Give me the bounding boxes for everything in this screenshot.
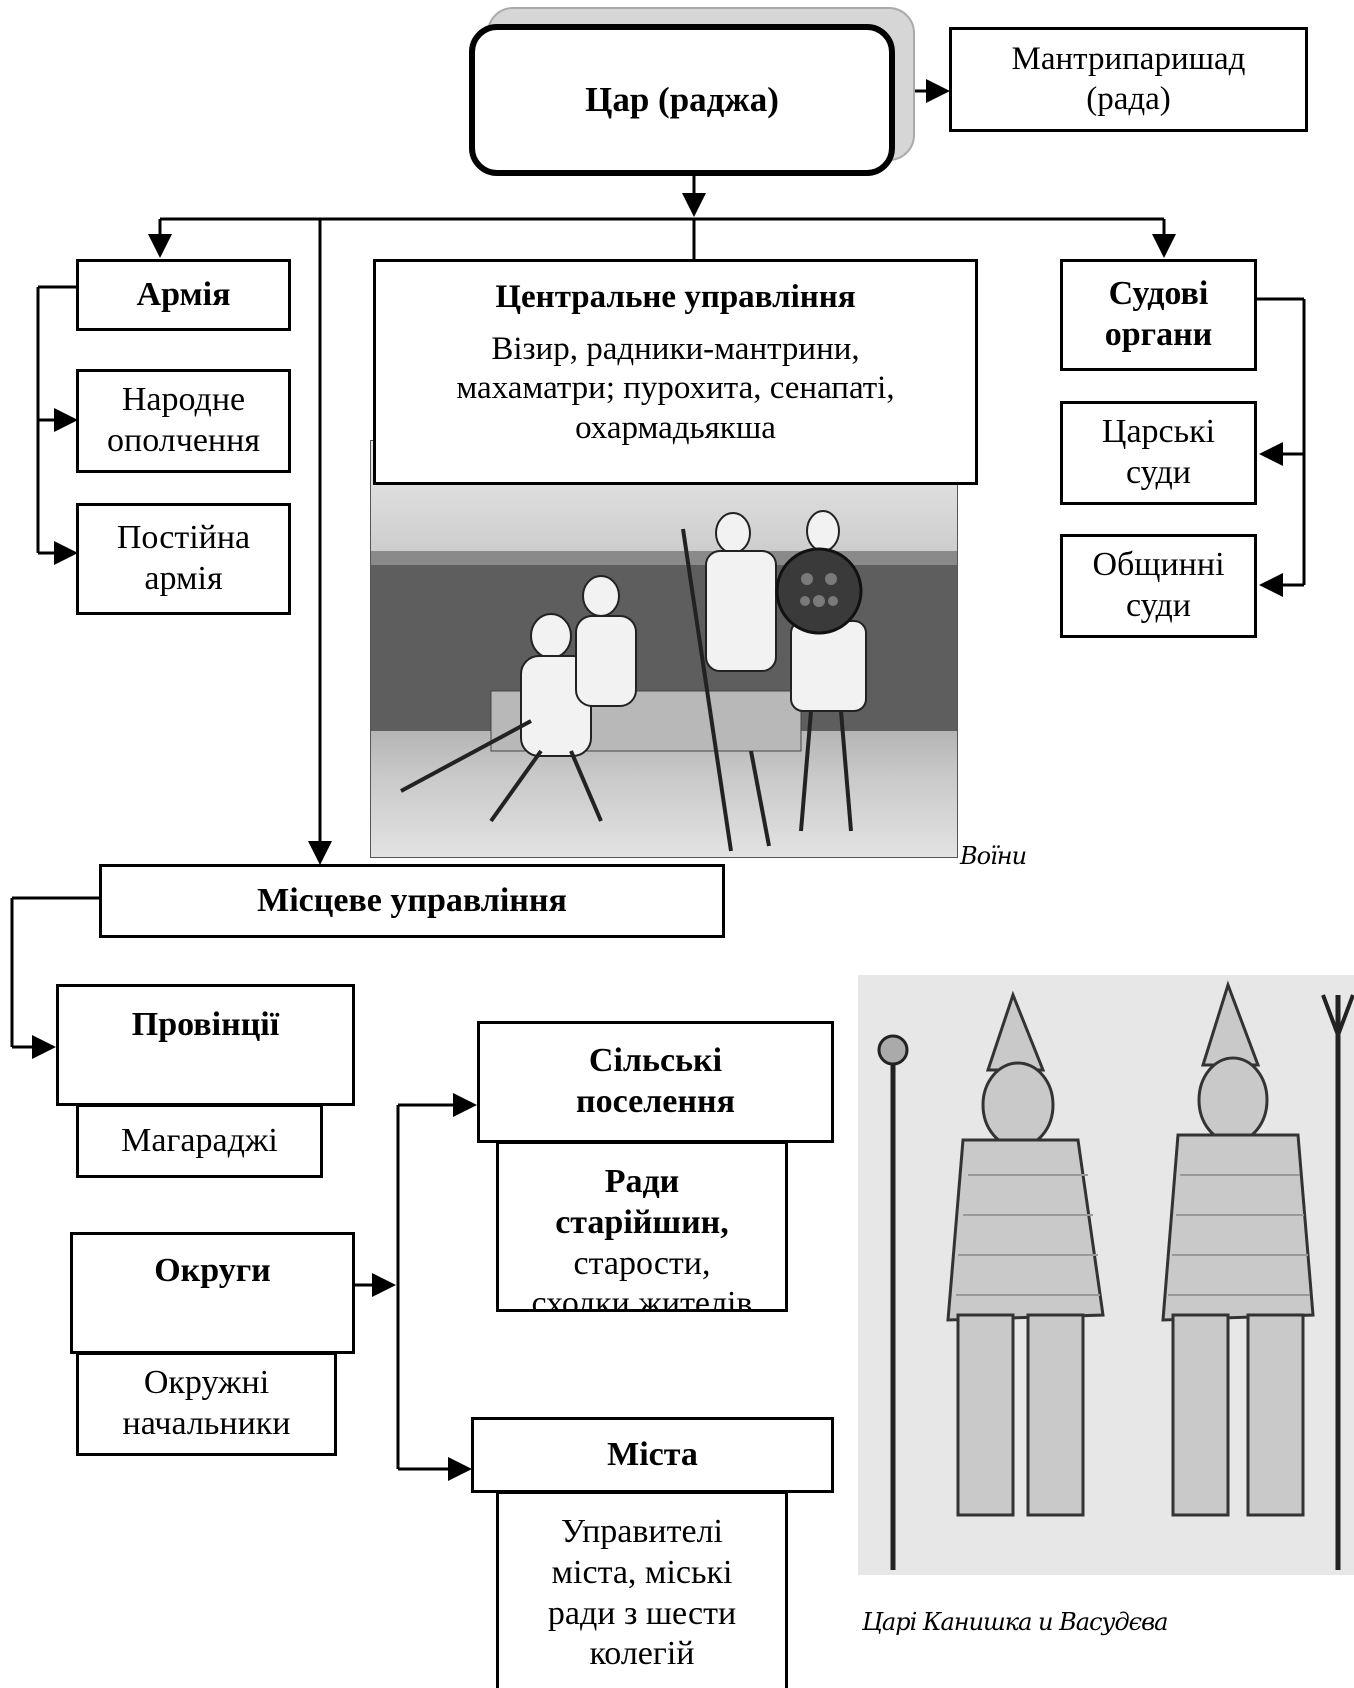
district-chiefs-line1: Окружні	[143, 1364, 270, 1402]
city-governors-line2: міста, міські	[551, 1553, 733, 1591]
village-councils-line3: старости,	[573, 1244, 711, 1282]
council-box: Мантрипаришад (рада)	[949, 27, 1308, 132]
village-councils-bold1: Ради	[604, 1163, 680, 1200]
central-line3: охармадьякша	[575, 409, 776, 446]
militia-line2: ополчення	[107, 422, 260, 459]
city-governors-line3: ради з шести	[547, 1594, 737, 1632]
militia-box: Народне ополчення	[76, 369, 291, 473]
courts-title-line1: Судові	[1108, 275, 1209, 313]
army-title: Армія	[136, 275, 231, 313]
village-councils-bold2: старійшин,	[555, 1203, 729, 1241]
royal-courts-line2: суди	[1126, 454, 1191, 491]
provinces-box: Провінції	[56, 984, 355, 1106]
cities-box: Міста	[471, 1417, 834, 1493]
local-admin-box: Місцеве управління	[99, 864, 725, 938]
central-line1: Візир, радники-мантрини,	[491, 330, 860, 367]
villages-title-line2: поселення	[576, 1083, 735, 1120]
districts-title: Округи	[154, 1252, 271, 1289]
kings-illustration	[858, 975, 1354, 1575]
king-box: Цар (раджа)	[469, 24, 895, 176]
courts-box: Судові органи	[1060, 259, 1257, 371]
council-line2: (рада)	[1086, 80, 1171, 117]
king-label: Цар (раджа)	[585, 80, 779, 119]
standing-line2: армія	[144, 560, 223, 597]
city-governors-line4: колегій	[589, 1635, 695, 1673]
districts-box: Округи	[70, 1232, 355, 1354]
central-line2: махаматри; пурохита, сенапаті,	[456, 370, 895, 407]
provinces-title: Провінції	[131, 1006, 280, 1043]
cities-title: Міста	[607, 1435, 698, 1473]
central-title: Центральне управління	[495, 279, 856, 315]
city-governors-line1: Управителі	[561, 1513, 723, 1550]
city-governors-box: Управителі міста, міські ради з шести ко…	[496, 1491, 788, 1688]
warriors-caption: Воїни	[960, 842, 1027, 870]
militia-line1: Народне	[121, 381, 246, 419]
royal-courts-line1: Царські	[1101, 413, 1216, 451]
council-line1: Мантрипаришад	[1011, 40, 1246, 77]
maharajas-label: Магараджі	[121, 1121, 278, 1159]
community-courts-line2: суди	[1126, 587, 1191, 624]
community-courts-box: Общинні суди	[1060, 534, 1257, 638]
villages-box: Сільські поселення	[477, 1021, 834, 1143]
army-box: Армія	[76, 259, 291, 331]
royal-courts-box: Царські суди	[1060, 401, 1257, 505]
village-councils-line4: сходки жителів	[531, 1285, 753, 1312]
local-title: Місцеве управління	[257, 881, 567, 919]
district-chiefs-box: Окружні начальники	[76, 1352, 337, 1456]
warriors-illustration	[370, 440, 958, 858]
district-chiefs-line2: начальники	[122, 1405, 291, 1442]
central-admin-box: Центральне управління Візир, радники-ман…	[373, 259, 978, 485]
community-courts-line1: Общинні	[1092, 546, 1225, 584]
kings-caption: Царі Канишка и Васудєва	[862, 1608, 1168, 1636]
standing-army-box: Постійна армія	[76, 503, 291, 615]
courts-title-line2: органи	[1104, 316, 1213, 353]
maharajas-box: Магараджі	[76, 1104, 323, 1178]
villages-title-line1: Сільські	[588, 1042, 723, 1080]
standing-line1: Постійна	[116, 519, 251, 557]
village-councils-box: Ради старійшин, старости, сходки жителів	[496, 1141, 788, 1312]
